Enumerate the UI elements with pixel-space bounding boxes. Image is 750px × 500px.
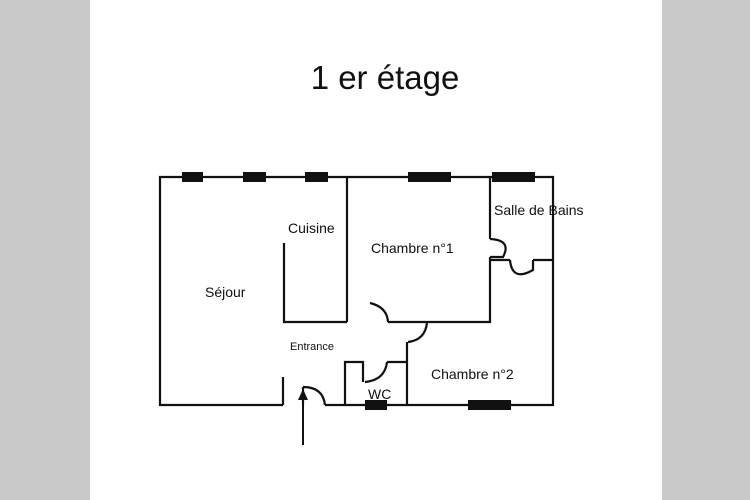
- walls: [158, 175, 555, 407]
- bedroom2-door-arc: [407, 322, 429, 344]
- page: [90, 0, 662, 500]
- windows: [182, 172, 535, 410]
- window: [468, 400, 511, 410]
- arrow-up-icon: [298, 389, 308, 400]
- wc-door-arc: [364, 361, 389, 384]
- room-label-chambre2: Chambre n°2: [431, 366, 514, 382]
- window: [408, 172, 451, 182]
- floor-title: 1 er étage: [311, 59, 460, 96]
- door-arcs: [302, 237, 535, 406]
- entrance-door-arc: [302, 385, 327, 406]
- outer-wall: [158, 175, 555, 407]
- room-label-entrance: Entrance: [290, 341, 334, 353]
- window: [243, 172, 266, 182]
- room-label-chambre1: Chambre n°1: [371, 240, 454, 256]
- bedroom1-door-arc: [369, 301, 390, 323]
- room-label-cuisine: Cuisine: [288, 220, 335, 236]
- window: [365, 400, 387, 410]
- window: [182, 172, 203, 182]
- window: [305, 172, 328, 182]
- window: [492, 172, 535, 182]
- bathroom-door-arc: [489, 237, 507, 259]
- bedroom1-wall: [388, 177, 492, 324]
- room-label-wc: WC: [368, 386, 391, 402]
- kitchen-counter-wall: [282, 243, 347, 324]
- bathroom-inner-door-arc: [508, 259, 535, 276]
- wc-wall: [343, 360, 407, 405]
- room-label-sejour: Séjour: [205, 284, 246, 300]
- entrance-arrow: [298, 389, 308, 445]
- room-label-salle-de-bains: Salle de Bains: [494, 202, 584, 218]
